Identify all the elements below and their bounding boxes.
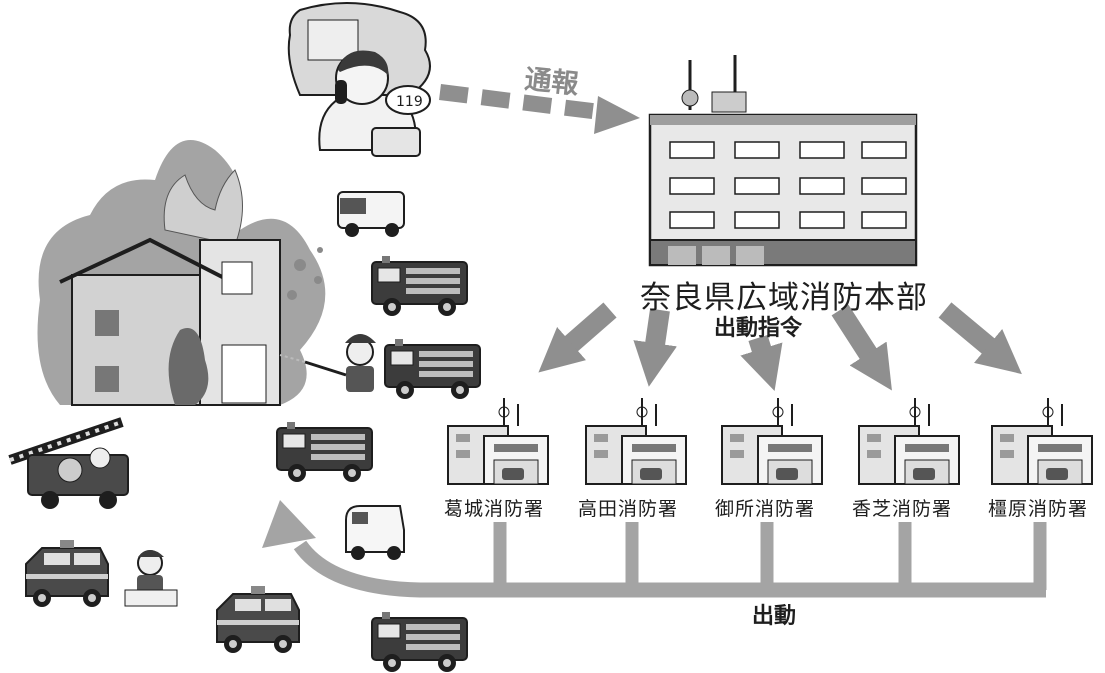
caller-illustration: 119 bbox=[287, 1, 431, 157]
command-arrows bbox=[538, 302, 1022, 391]
pump-truck-2 bbox=[384, 338, 481, 400]
support-van-1 bbox=[25, 539, 109, 608]
support-van-2 bbox=[216, 585, 300, 654]
burning-house bbox=[37, 140, 326, 406]
station-name-kashihara: 橿原消防署 bbox=[988, 498, 1089, 520]
station-name-kashiba: 香芝消防署 bbox=[852, 498, 953, 520]
ambulance bbox=[345, 505, 405, 560]
dispatch-command-label: 出動指令 bbox=[714, 316, 803, 341]
command-car bbox=[337, 191, 405, 237]
smoke bbox=[287, 247, 323, 300]
report-label: 通報 bbox=[523, 63, 580, 101]
station-name-katsuragi: 葛城消防署 bbox=[444, 498, 545, 520]
report-arrow bbox=[439, 84, 640, 134]
fire-stations bbox=[447, 397, 1093, 485]
firefighter-with-hose bbox=[279, 334, 376, 392]
pump-truck-4 bbox=[371, 611, 468, 673]
pump-truck-1 bbox=[371, 255, 468, 317]
emergency-vehicles bbox=[8, 191, 481, 673]
phone-number-text: 119 bbox=[396, 94, 423, 110]
headquarters-name: 奈良県広域消防本部 bbox=[640, 280, 928, 316]
headquarters-building bbox=[648, 55, 918, 267]
dispatch-arrow bbox=[262, 500, 1047, 598]
dispatch-label: 出動 bbox=[752, 604, 797, 629]
radio-operator bbox=[124, 550, 178, 607]
station-name-gose: 御所消防署 bbox=[715, 498, 816, 520]
station-name-takada: 高田消防署 bbox=[578, 498, 679, 520]
ladder-truck bbox=[8, 417, 129, 509]
pump-truck-3 bbox=[276, 421, 373, 483]
